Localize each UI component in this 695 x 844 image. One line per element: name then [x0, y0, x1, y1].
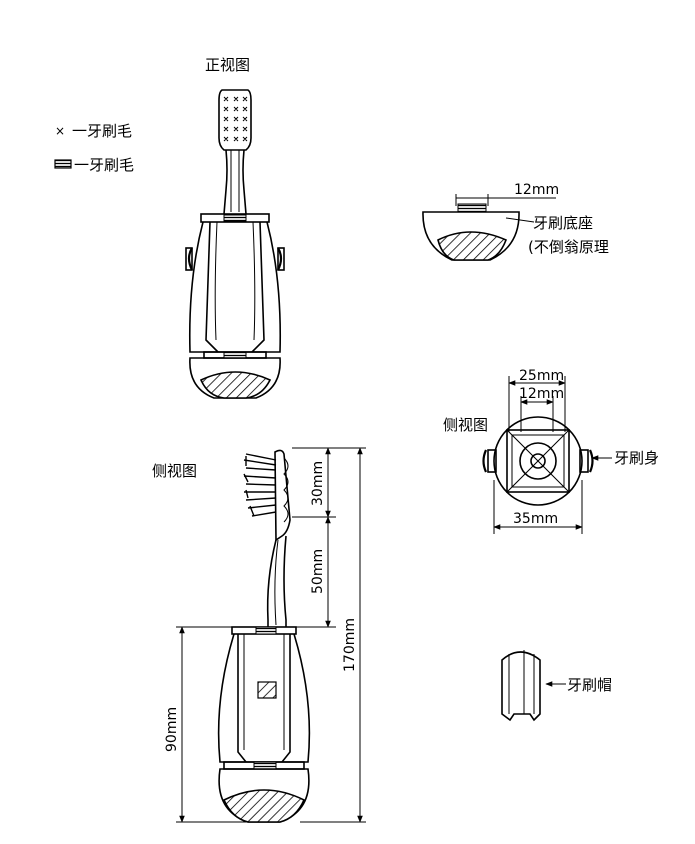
outer-width-dimension: 25mm: [519, 368, 564, 384]
cap-label: 牙刷帽: [567, 676, 612, 694]
legend: × 一牙刷毛 一牙刷毛: [54, 122, 134, 174]
neck-length-dimension: 50mm: [310, 549, 326, 594]
front-view: 正视图: [185, 56, 285, 399]
head-length-dimension: 30mm: [310, 461, 326, 506]
side-view-full: 侧视图 30mm 50mm: [152, 447, 366, 823]
x-mark-icon: ×: [55, 124, 65, 138]
front-view-title: 正视图: [205, 56, 250, 74]
base-principle-label: (不倒翁原理: [528, 238, 609, 256]
bristle-marks: [223, 96, 248, 142]
legend-bristle-label-2: 一牙刷毛: [74, 156, 134, 174]
side-view-title-right: 侧视图: [443, 416, 488, 434]
inner-width-dimension: 12mm: [519, 386, 564, 402]
body-label: 牙刷身: [614, 449, 659, 467]
cap-detail: 牙刷帽: [501, 650, 612, 722]
side-view-section: 侧视图 25mm 12mm 牙刷身 35mm: [443, 368, 659, 534]
base-label: 牙刷底座: [533, 214, 593, 232]
body-width-dimension: 35mm: [513, 511, 558, 527]
side-view-title-left: 侧视图: [152, 462, 197, 480]
striped-bar-icon: [54, 159, 72, 169]
bristles: [243, 453, 277, 517]
base-width-dimension: 12mm: [514, 182, 559, 198]
base-detail: 12mm 牙刷底座 (不倒翁原理: [422, 182, 609, 261]
legend-bristle-label-1: 一牙刷毛: [72, 122, 132, 140]
total-length-dimension: 170mm: [342, 618, 358, 672]
handle-length-dimension: 90mm: [164, 707, 180, 752]
